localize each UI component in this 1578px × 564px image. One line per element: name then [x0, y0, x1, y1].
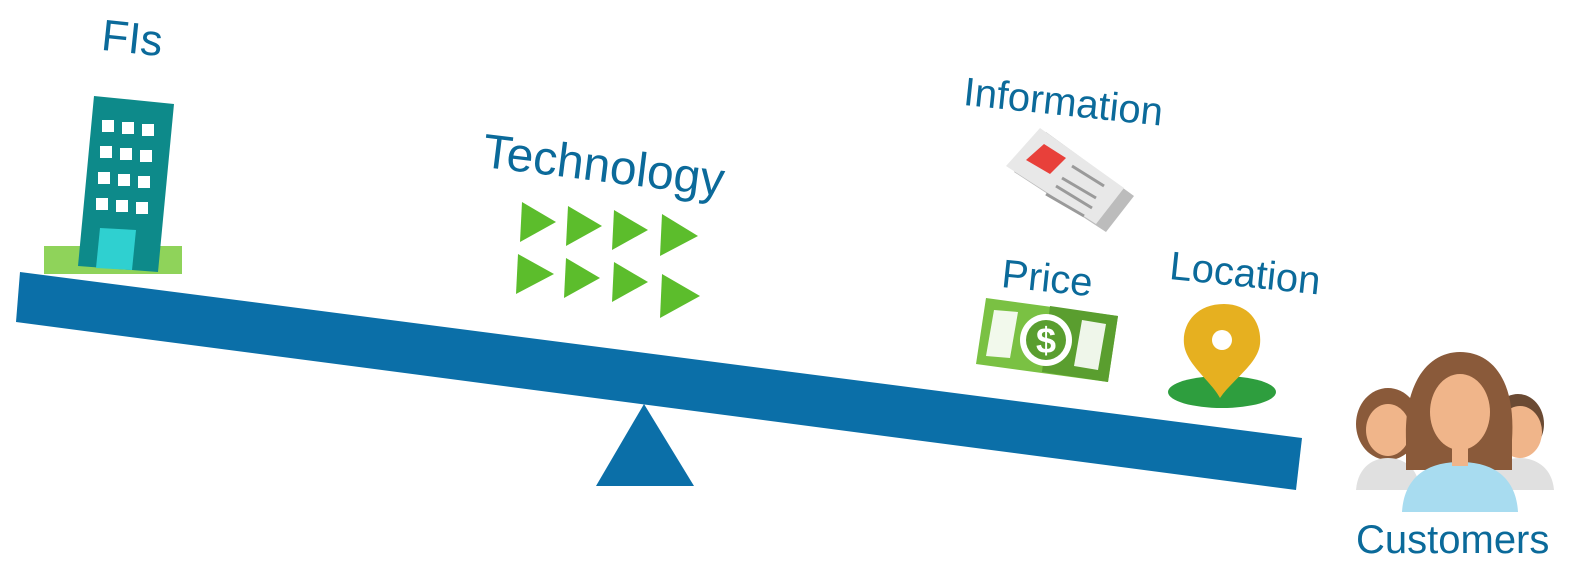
arrows-icon	[516, 202, 700, 318]
customers-icon	[1356, 352, 1554, 512]
price-label: Price	[999, 252, 1095, 306]
customers-label: Customers	[1356, 518, 1550, 562]
money-icon: $	[976, 298, 1118, 382]
newspaper-icon	[1006, 128, 1134, 232]
location-pin-icon	[1168, 304, 1276, 408]
fis-label: FIs	[99, 11, 166, 67]
seesaw-fulcrum	[596, 404, 694, 486]
building-icon	[44, 96, 182, 274]
svg-text:$: $	[1036, 320, 1056, 361]
seesaw-beam	[16, 272, 1302, 490]
